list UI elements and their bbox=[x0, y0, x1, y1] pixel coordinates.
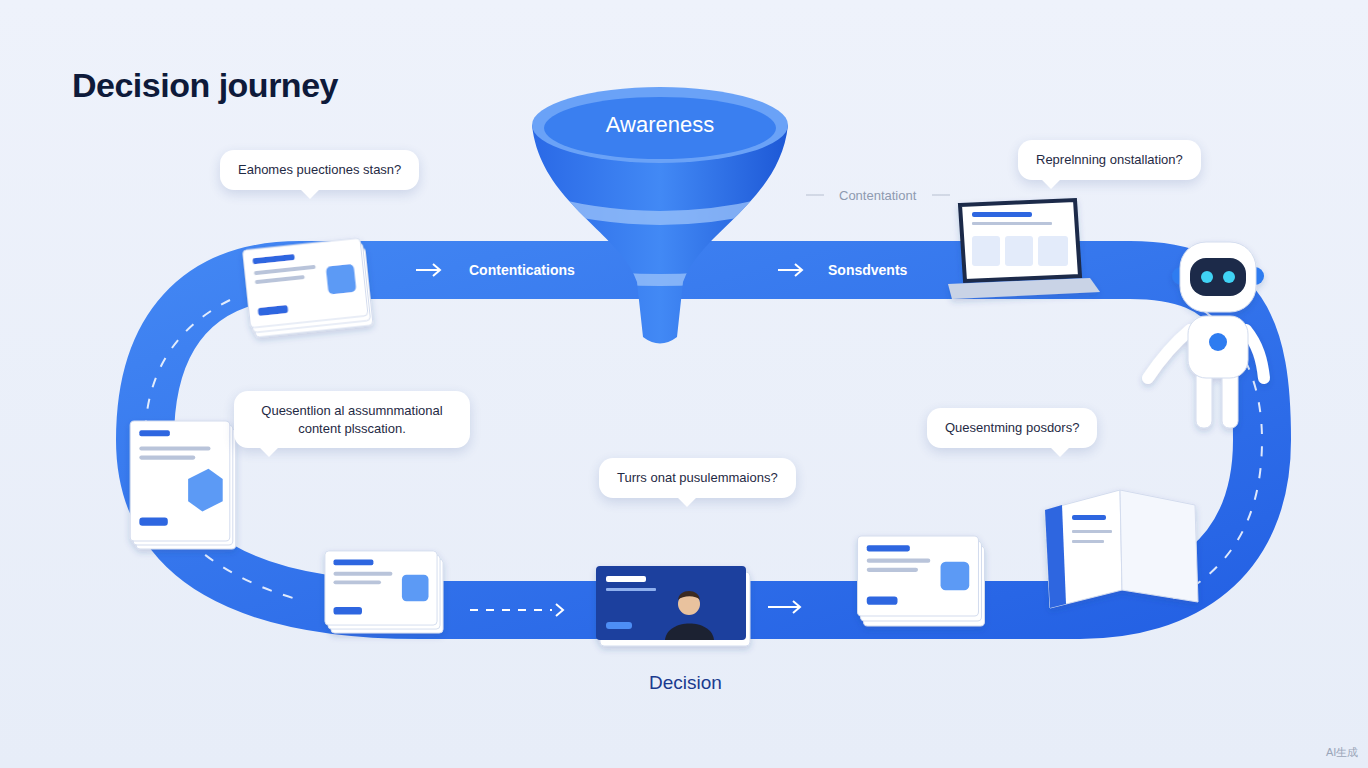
card-button bbox=[606, 622, 632, 629]
bubble-tail bbox=[1050, 437, 1070, 457]
open-panel bbox=[1045, 490, 1198, 608]
card bbox=[243, 238, 369, 328]
track-arrow bbox=[470, 609, 552, 611]
card-line bbox=[1072, 540, 1104, 543]
robot-chest bbox=[1209, 333, 1227, 351]
robot-eye bbox=[1223, 271, 1235, 283]
track-arrow bbox=[768, 601, 800, 613]
bubble-tail bbox=[300, 179, 320, 199]
bubble-tail bbox=[678, 487, 698, 507]
panel-left bbox=[1045, 490, 1122, 608]
laptop-base bbox=[948, 278, 1100, 299]
video-frame bbox=[596, 566, 746, 640]
presenter-body bbox=[665, 624, 714, 641]
funnel-stage: Awareness bbox=[525, 82, 795, 352]
robot bbox=[1148, 242, 1264, 428]
card-stack bbox=[130, 421, 236, 549]
track-arrow bbox=[556, 604, 563, 616]
stage-name: Awareness bbox=[525, 82, 795, 138]
track-arrow bbox=[778, 264, 802, 276]
robot-leg bbox=[1196, 370, 1212, 428]
laptop-screen bbox=[960, 200, 1080, 281]
robot-arm bbox=[1148, 330, 1190, 378]
card-stack bbox=[325, 551, 443, 633]
track-label: Contentications bbox=[469, 262, 575, 278]
speech-bubble: Turrs onat pusulemmaions? bbox=[599, 458, 796, 498]
funnel-band bbox=[525, 190, 795, 225]
card-stack bbox=[243, 238, 374, 338]
robot-body bbox=[1188, 316, 1248, 378]
screen-tile bbox=[972, 236, 1000, 266]
bubble-tail bbox=[1041, 169, 1061, 189]
bubble-text: Quesentming posdors? bbox=[945, 419, 1079, 437]
track-arrow bbox=[416, 264, 440, 276]
card bbox=[858, 536, 979, 616]
presenter-hair bbox=[678, 591, 700, 600]
video-card bbox=[596, 566, 750, 646]
robot-eye bbox=[1201, 271, 1213, 283]
robot-head bbox=[1180, 242, 1256, 312]
robot-face bbox=[1190, 258, 1246, 296]
bubble-text: Eahomes puectiones stasn? bbox=[238, 161, 401, 179]
speech-bubble: Reprelnning onstallation? bbox=[1018, 140, 1201, 180]
bubble-text: Turrs onat pusulemmaions? bbox=[617, 469, 778, 487]
card-heading bbox=[606, 576, 646, 582]
stage-label: Decision bbox=[649, 672, 722, 694]
panel-bar bbox=[1045, 505, 1066, 608]
card bbox=[325, 551, 437, 625]
bubble-tail bbox=[259, 437, 279, 457]
watermark: AI生成 bbox=[1326, 745, 1358, 760]
robot-arm bbox=[1246, 330, 1264, 378]
card-line bbox=[1072, 530, 1112, 533]
track-label: Sonsdvents bbox=[828, 262, 907, 278]
screen-tile bbox=[1038, 236, 1068, 266]
card bbox=[130, 421, 230, 541]
screen-line bbox=[972, 222, 1052, 225]
bubble-text: Quesentlion al assumnmational content pl… bbox=[252, 402, 452, 437]
card-heading bbox=[1072, 515, 1106, 520]
screen-tile bbox=[1005, 236, 1033, 266]
screen-heading bbox=[972, 212, 1032, 217]
card-stack bbox=[858, 536, 985, 626]
flow-note: Contentationt bbox=[839, 188, 916, 203]
panel-right bbox=[1120, 490, 1198, 602]
bubble-text: Reprelnning onstallation? bbox=[1036, 151, 1183, 169]
robot-leg bbox=[1222, 370, 1238, 428]
speech-bubble: Eahomes puectiones stasn? bbox=[220, 150, 419, 190]
laptop bbox=[948, 200, 1100, 299]
speech-bubble: Quesentming posdors? bbox=[927, 408, 1097, 448]
card-line bbox=[606, 588, 656, 591]
diagram-title: Decision journey bbox=[72, 66, 338, 105]
speech-bubble: Quesentlion al assumnmational content pl… bbox=[234, 391, 470, 448]
